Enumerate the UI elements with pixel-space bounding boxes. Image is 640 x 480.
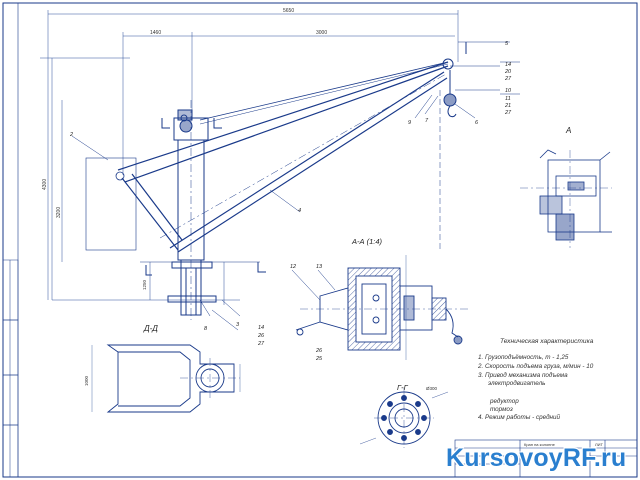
callout-7: 7 — [425, 118, 429, 124]
callout-4: 4 — [298, 208, 301, 214]
svg-text:26: 26 — [315, 348, 323, 354]
aa-leaders — [291, 269, 336, 301]
dim-gg-dia: Ø300 — [426, 386, 438, 391]
callout-9: 9 — [408, 120, 411, 126]
callout-numbers: 2 4 5 6 7 8 9 10 11 12 13 14 20 21 26 27 — [69, 41, 512, 339]
callout-20: 20 — [504, 69, 512, 75]
section-dd-view — [91, 344, 241, 413]
callout-5: 5 — [505, 41, 509, 47]
section-gg-label: Г-Г — [397, 383, 408, 392]
svg-text:3: 3 — [236, 322, 240, 328]
mast-head — [173, 109, 209, 141]
section-dd-label: Д-Д — [144, 324, 158, 333]
callout-numbers-extra: 3 14 27 27 26 25 — [236, 110, 512, 362]
svg-text:14: 14 — [258, 325, 264, 331]
section-aa-label: А-А (1:4) — [352, 237, 383, 246]
callout-26: 26 — [257, 333, 265, 339]
spec-line-6: тормоз — [490, 406, 513, 413]
dim-top-left: 1460 — [150, 30, 161, 36]
spec-line-3: 3. Привод механизма подъема — [478, 372, 568, 379]
dim-base-height: 1250 — [142, 279, 147, 290]
callout-10: 10 — [505, 88, 512, 94]
jib-pivot — [115, 171, 125, 181]
spec-line-2: 2. Скорость подъема груза, м/мин - 10 — [478, 363, 594, 370]
crane-mast — [167, 100, 217, 320]
crane-jib — [117, 61, 449, 253]
top-dimensions — [40, 10, 459, 300]
callout-8: 8 — [204, 326, 208, 332]
dim-mast-height: 3200 — [56, 207, 62, 218]
left-stamp-strips — [2, 259, 19, 478]
dim-left-height: 4300 — [42, 179, 48, 190]
spec-line-1: 1. Грузоподъёмность, т - 1,25 — [478, 354, 569, 361]
callout-21: 21 — [504, 103, 511, 109]
hook-assembly — [439, 58, 457, 250]
view-a-detail — [520, 149, 612, 248]
callout-6: 6 — [475, 120, 479, 126]
watermark-logo: KursovoyRF.ru — [446, 444, 627, 472]
dim-top-total: 5650 — [283, 8, 294, 14]
counterweight-box — [85, 157, 137, 251]
left-dimensions — [51, 58, 240, 301]
section-gg-flange — [359, 388, 449, 448]
section-markers — [145, 42, 467, 276]
callout-11: 11 — [505, 96, 511, 102]
spec-line-7: 4. Режим работы - средний — [478, 414, 561, 421]
title-block — [454, 439, 638, 478]
spec-line-5: редуктор — [490, 398, 519, 405]
callout-2: 2 — [69, 132, 73, 138]
callout-27: 27 — [504, 76, 512, 82]
svg-text:Кран на колонне: Кран на колонне — [524, 442, 556, 447]
spec-title: Техническая характеристика — [500, 338, 594, 345]
section-aa-assembly — [295, 267, 470, 351]
svg-text:ЛИТ: ЛИТ — [595, 442, 604, 447]
callout-14: 14 — [505, 62, 511, 68]
callout-13: 13 — [316, 264, 323, 270]
spec-line-4: электродвигатель — [488, 380, 546, 387]
boom-centerline — [159, 73, 447, 239]
callout-leaders — [71, 41, 520, 331]
dim-dd-width: 1000 — [84, 375, 89, 386]
dim-top-right: 3000 — [316, 30, 327, 36]
view-a-label: А — [566, 126, 572, 135]
callout-12: 12 — [290, 264, 296, 270]
svg-text:27: 27 — [257, 341, 265, 347]
title-block-marks: Кран на колонне ЛИТ — [524, 442, 604, 447]
svg-text:27: 27 — [504, 110, 512, 116]
svg-text:25: 25 — [315, 356, 323, 362]
